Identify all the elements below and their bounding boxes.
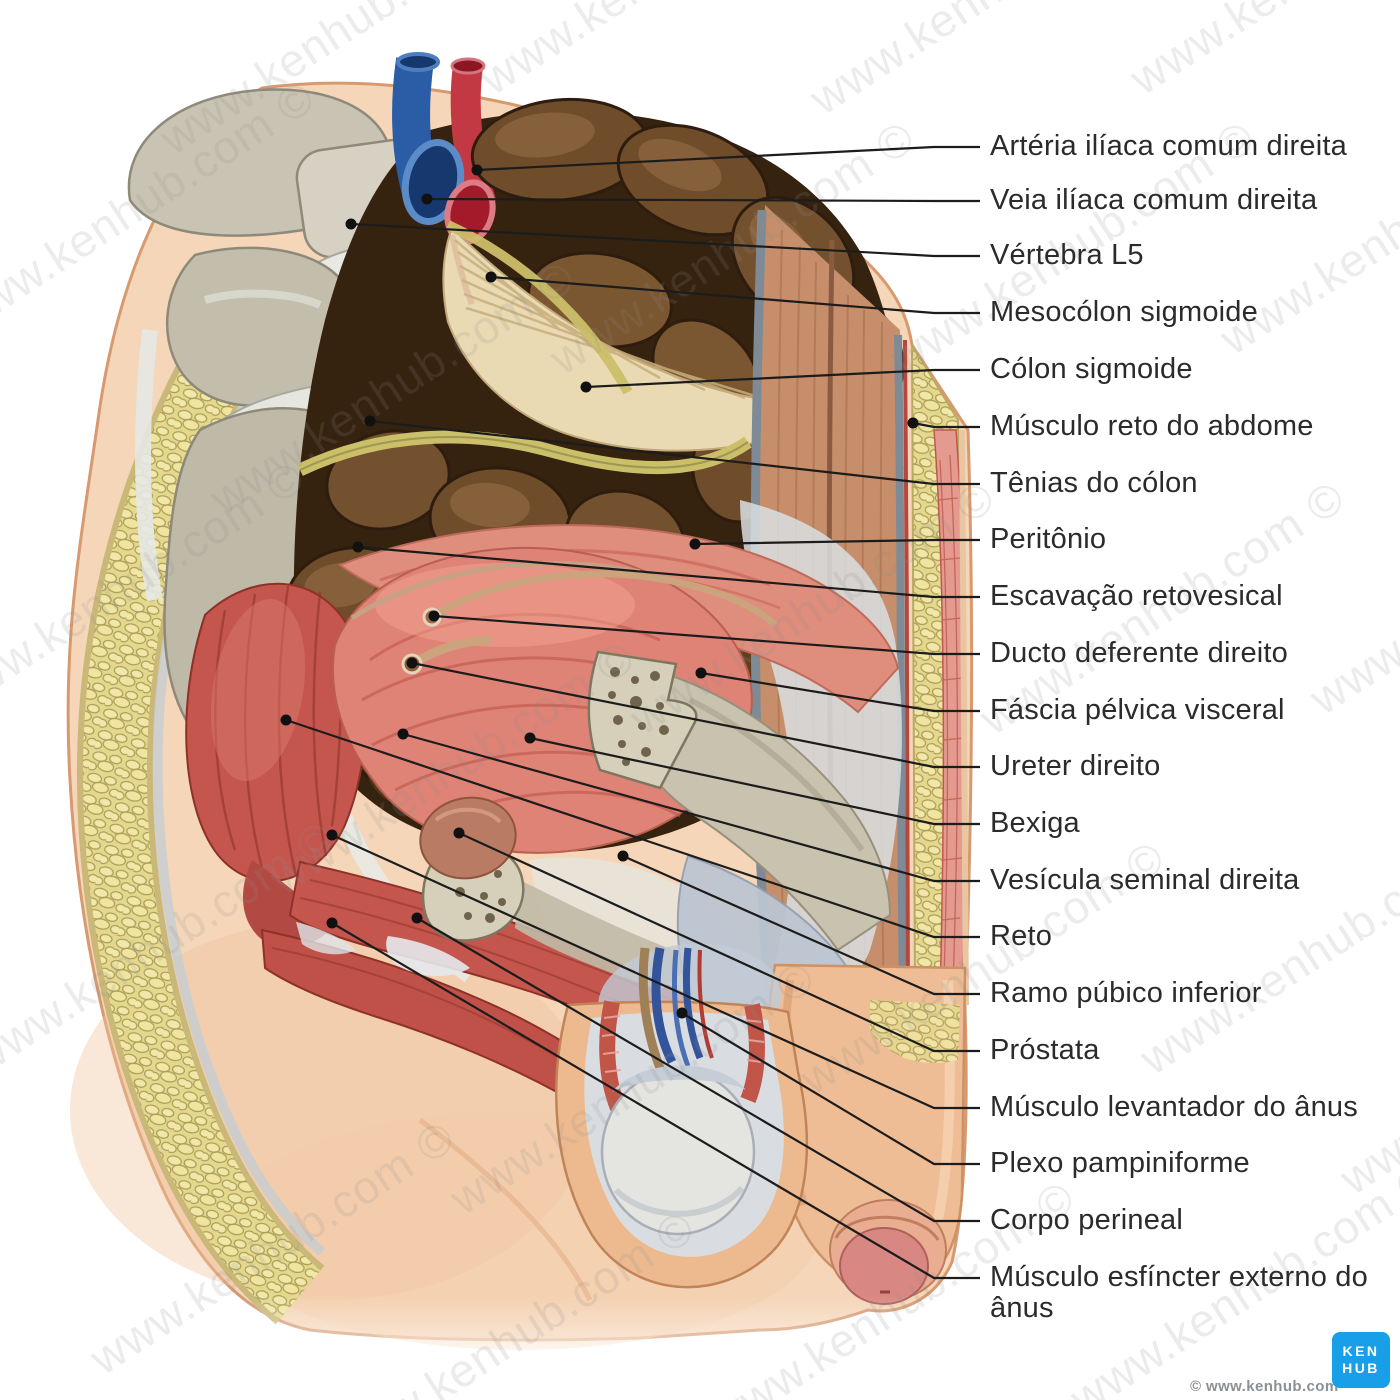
leader-dot	[676, 1007, 688, 1019]
logo-line1: KEN	[1342, 1343, 1380, 1359]
anatomy-label: Cólon sigmoide	[990, 353, 1193, 385]
leader-line	[912, 421, 980, 429]
leader-dot	[421, 193, 433, 205]
leader-dot	[689, 538, 701, 550]
anatomy-label: Músculo levantador do ânus	[990, 1091, 1358, 1123]
copyright-text: © www.kenhub.com	[1190, 1378, 1339, 1395]
anatomy-label: Peritônio	[990, 523, 1107, 555]
leader-dot	[617, 850, 629, 862]
anatomy-label: Vértebra L5	[990, 239, 1144, 271]
anatomy-label: Bexiga	[990, 807, 1080, 839]
leader-line	[369, 419, 980, 486]
mons-fat	[870, 1000, 960, 1064]
kenhub-logo[interactable]: KEN HUB	[1332, 1332, 1390, 1388]
leader-dot	[907, 417, 919, 429]
leader-dot	[580, 381, 592, 393]
leader-line	[433, 614, 980, 656]
leader-line	[476, 145, 980, 172]
leader-dot	[397, 728, 409, 740]
bottom-fade	[0, 1295, 1400, 1400]
anatomy-label: Próstata	[990, 1034, 1100, 1066]
leader-dot	[428, 610, 440, 622]
leader-dot	[326, 829, 338, 841]
logo-line2: HUB	[1342, 1360, 1380, 1376]
anatomy-label: Vesícula seminal direita	[990, 864, 1300, 896]
leader-line	[402, 732, 980, 883]
anatomy-label: Ramo púbico inferior	[990, 977, 1262, 1009]
ductus-in-cord	[638, 947, 665, 1070]
scrotum	[555, 943, 809, 1289]
rectum	[185, 582, 367, 882]
leader-dot	[326, 917, 338, 929]
anatomy-label: Corpo perineal	[990, 1204, 1184, 1236]
anatomy-label: Reto	[990, 920, 1053, 952]
cremaster-muscle	[599, 1000, 626, 1111]
leader-dot	[280, 714, 292, 726]
leader-line	[490, 275, 980, 315]
leader-dot	[471, 164, 483, 176]
leader-line	[458, 832, 980, 1053]
leader-line	[357, 545, 980, 599]
leader-line	[411, 661, 980, 769]
leader-dot	[352, 541, 364, 553]
leader-line	[285, 718, 980, 939]
leader-dot	[524, 732, 536, 744]
leader-dot	[345, 218, 357, 230]
anatomy-label: Escavação retovesical	[990, 580, 1283, 612]
leader-line	[700, 671, 980, 713]
anatomy-label: Mesocólon sigmoide	[990, 296, 1258, 328]
leader-dot	[406, 657, 418, 669]
leader-line	[426, 197, 980, 203]
leader-line	[694, 538, 980, 546]
leader-dot	[364, 415, 376, 427]
leader-line	[350, 222, 980, 258]
anatomy-label: Ducto deferente direito	[990, 637, 1288, 669]
anatomy-label: Fáscia pélvica visceral	[990, 694, 1285, 726]
pampiniform-plexus	[651, 947, 704, 1067]
leader-dot	[485, 271, 497, 283]
anatomy-label: Plexo pampiniforme	[990, 1147, 1250, 1179]
anatomy-label: Ureter direito	[990, 750, 1161, 782]
leader-line	[416, 917, 980, 1223]
leader-line	[331, 833, 980, 1110]
anatomy-label: Músculo reto do abdome	[990, 410, 1314, 442]
leader-line	[622, 854, 980, 996]
anatomy-label: Tênias do cólon	[990, 467, 1198, 499]
leader-line	[585, 368, 980, 389]
anatomy-label: Músculo esfíncter externo do ânus	[990, 1261, 1368, 1324]
anatomy-label: Veia ilíaca comum direita	[990, 184, 1318, 216]
leader-dot	[695, 667, 707, 679]
leader-line	[681, 1012, 980, 1166]
leader-line	[331, 922, 980, 1280]
leader-dot	[411, 912, 423, 924]
leader-line	[529, 736, 980, 826]
anatomy-label: Artéria ilíaca comum direita	[990, 130, 1347, 162]
leader-dot	[453, 827, 465, 839]
